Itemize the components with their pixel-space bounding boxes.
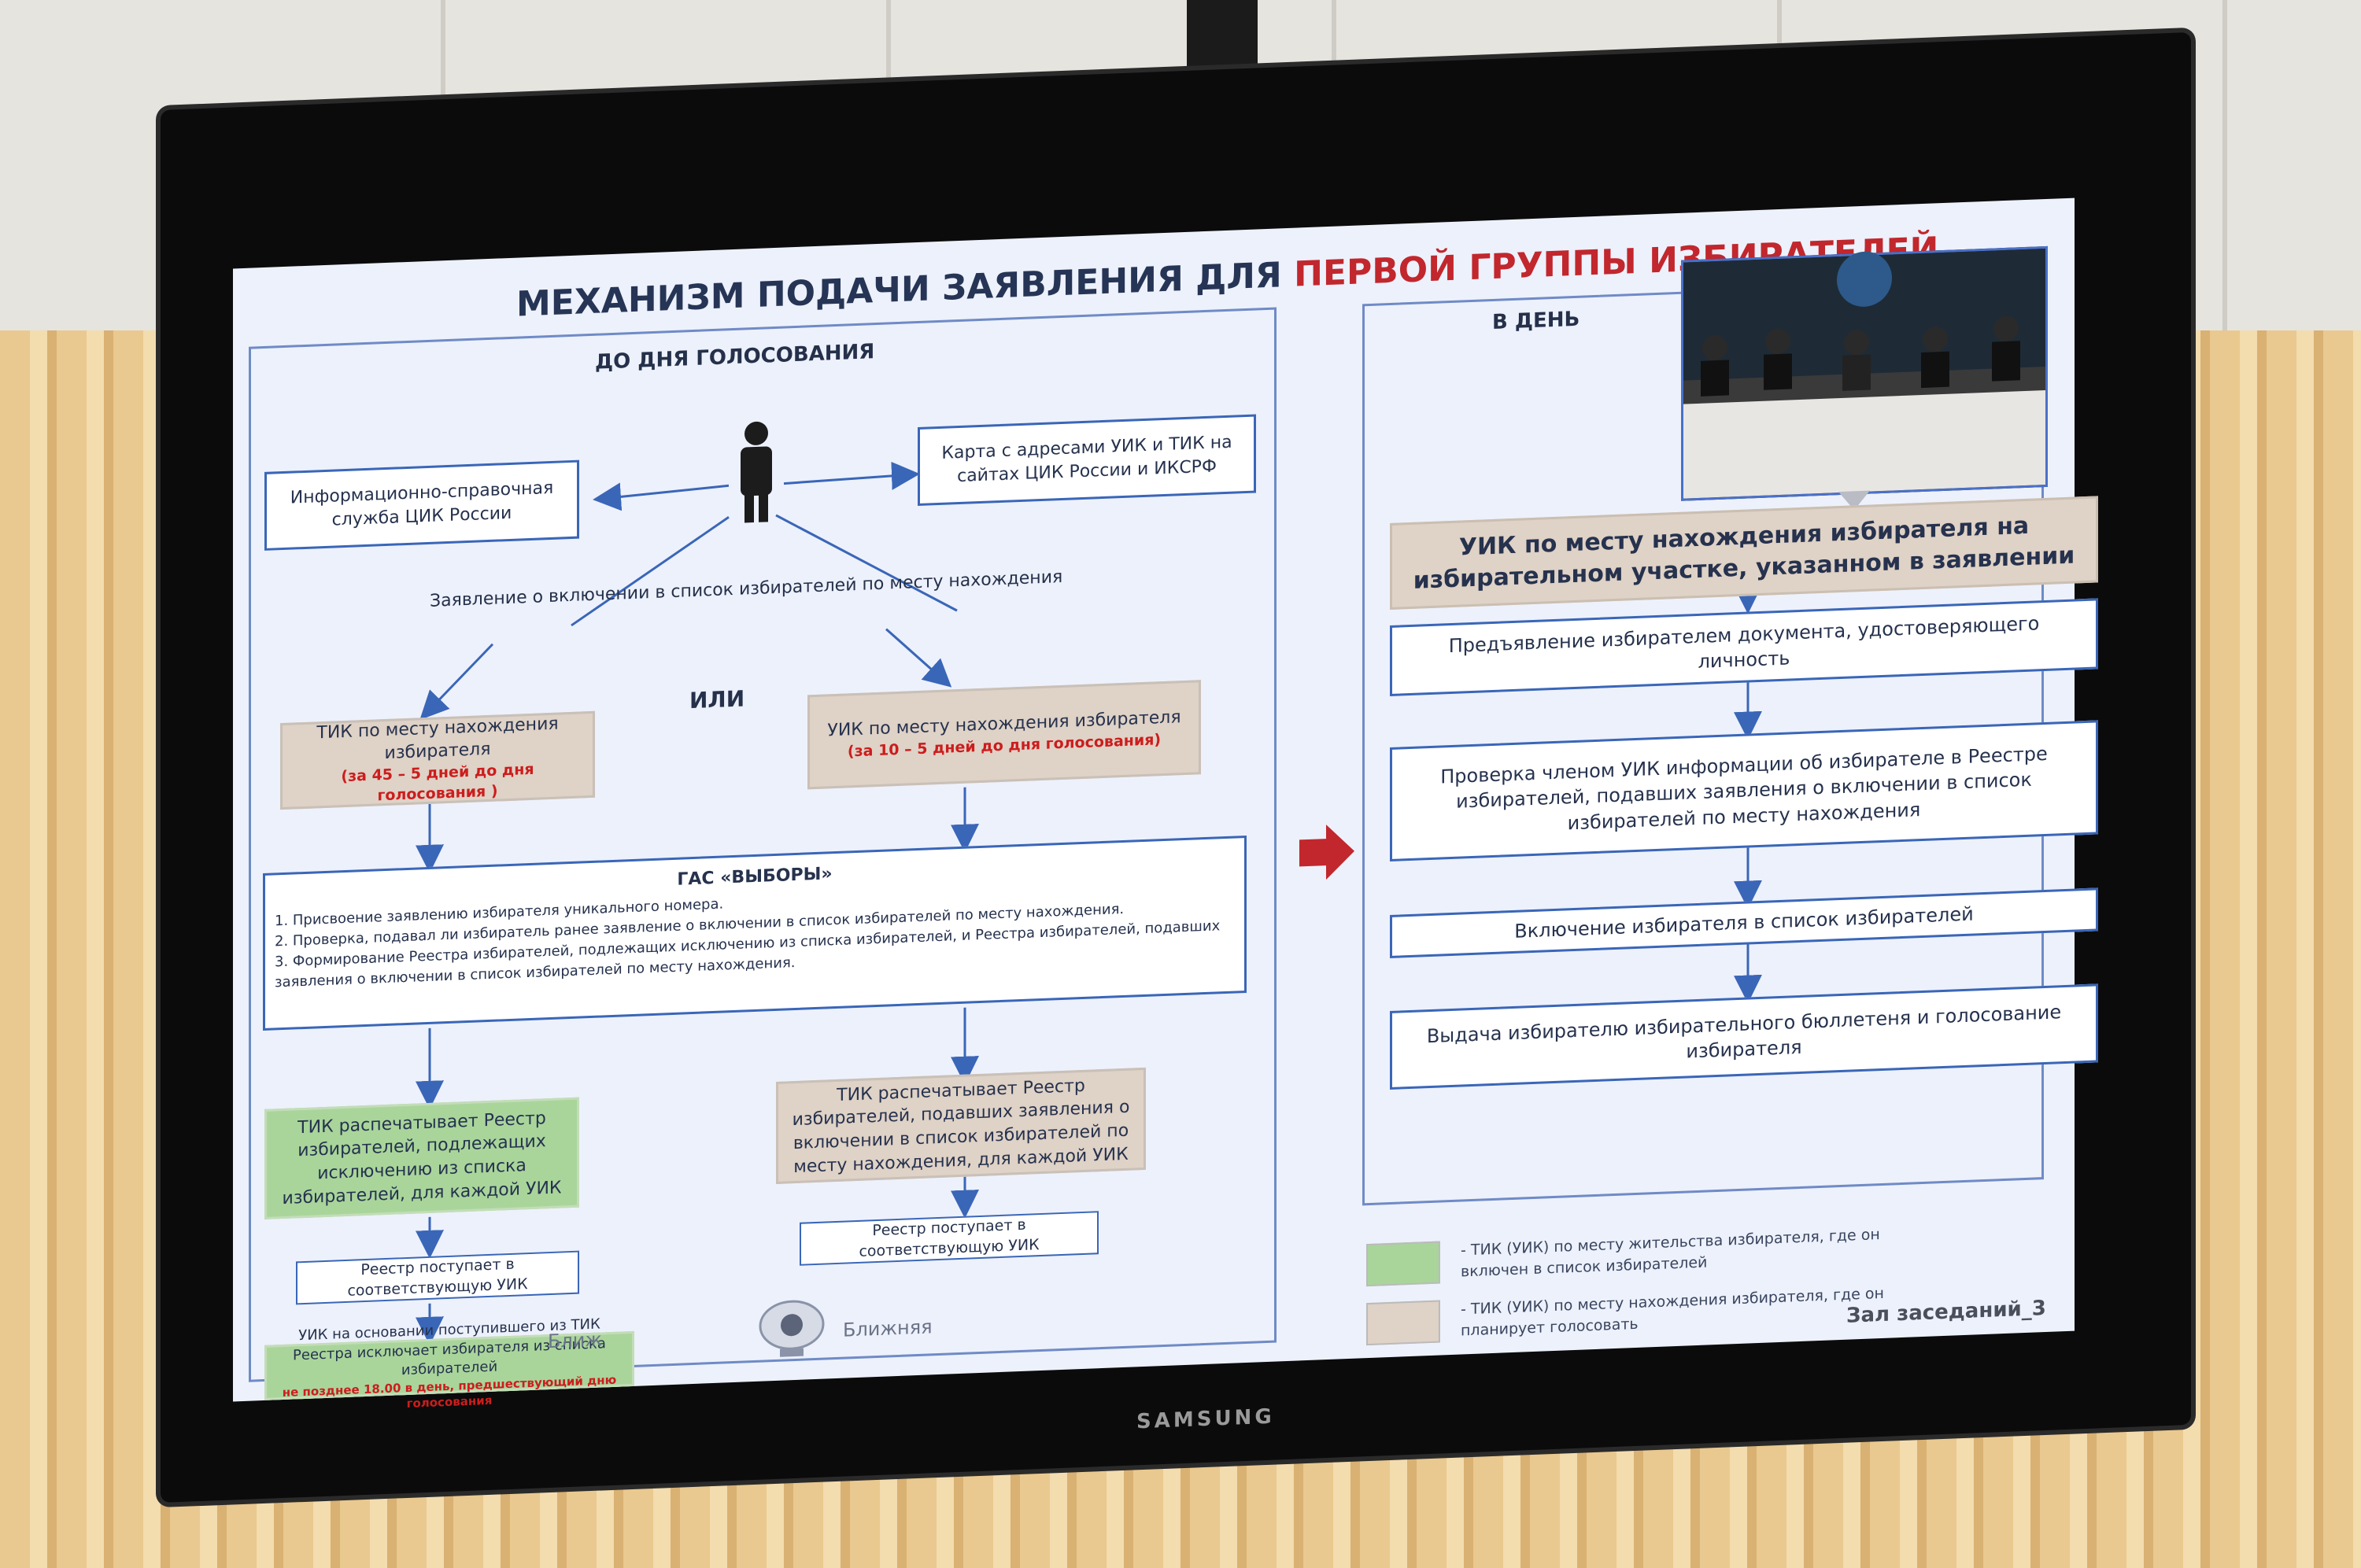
video-pointer xyxy=(1838,490,1870,511)
camera-icon xyxy=(759,1300,825,1357)
beige-print-box: ТИК распечатывает Реестр избирателей, по… xyxy=(776,1067,1146,1184)
map-box: Карта с адресами УИК и ТИК на сайтах ЦИК… xyxy=(918,414,1256,507)
overlay-left-label: Ближ xyxy=(548,1328,603,1353)
tv-monitor: SAMSUNG МЕХАНИЗМ ПОДАЧИ ЗАЯВЛЕНИЯ ДЛЯ ПЕ… xyxy=(161,31,2191,1503)
info-service-box: Информационно-справочная служба ЦИК Росс… xyxy=(264,459,579,551)
video-feed xyxy=(1681,245,2048,501)
legend-green-swatch xyxy=(1366,1241,1440,1287)
presentation-slide: МЕХАНИЗМ ПОДАЧИ ЗАЯВЛЕНИЯ ДЛЯ ПЕРВОЙ ГРУ… xyxy=(233,197,2098,1411)
tv-brand-label: SAMSUNG xyxy=(1136,1404,1275,1434)
red-arrow-icon xyxy=(1299,825,1354,880)
or-label: ИЛИ xyxy=(689,685,745,714)
green-print-box: ТИК распечатывает Реестр избирателей, по… xyxy=(264,1097,579,1219)
person-icon xyxy=(741,421,772,523)
tik-box: ТИК по месту нахождения избирателя(за 45… xyxy=(280,710,595,810)
legend-beige-swatch xyxy=(1366,1300,1440,1346)
flow-arrows xyxy=(416,421,1762,1345)
uik-box: УИК по месту нахождения избирателя(за 10… xyxy=(807,680,1201,790)
camera-label: Ближняя xyxy=(843,1315,933,1341)
right-heading: В ДЕНЬ xyxy=(1492,307,1580,334)
